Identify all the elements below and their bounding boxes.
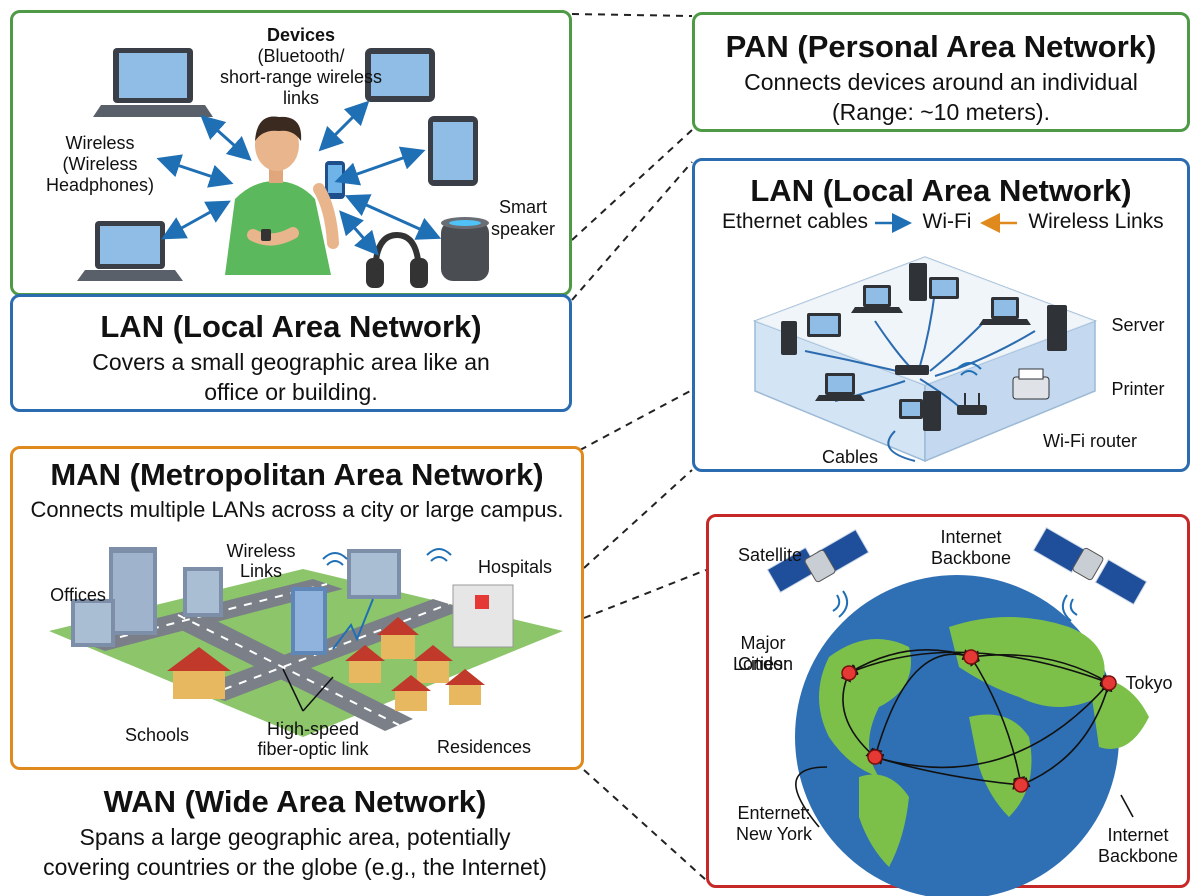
fiber-link-label: High-speed <box>266 719 360 739</box>
cables-label: Cables <box>821 447 879 467</box>
satellite-icon <box>1032 527 1148 605</box>
router-label: Wi-Fi router <box>1043 431 1137 451</box>
legend-ethernet-label: Ethernet cables <box>722 210 868 233</box>
new-york-label: Enternet: <box>737 803 811 823</box>
backbone-bottom-label: Backbone <box>1097 846 1179 866</box>
wireless-links-label: Links <box>239 561 283 581</box>
fiber-link-label: fiber-optic link <box>257 739 369 759</box>
house-icon <box>167 617 485 711</box>
globe-artwork <box>766 527 1149 896</box>
satellite-icon <box>766 529 870 593</box>
wireless-label: (Wireless <box>62 154 138 174</box>
devices-label: Devices <box>266 25 336 45</box>
wan-caption-desc: Spans a large geographic area, potential… <box>79 824 511 850</box>
person-icon <box>225 116 345 275</box>
devices-sub-label: short-range wireless <box>219 67 383 87</box>
major-cities-label: London <box>732 654 794 674</box>
lan-detail-panel: LAN (Local Area Network) <box>692 158 1190 472</box>
man-panel: MAN (Metropolitan Area Network) Connects… <box>10 446 584 770</box>
tablet-icon <box>365 48 435 102</box>
tablet-icon <box>428 116 478 186</box>
headphones-icon <box>366 231 428 288</box>
server-label: Server <box>1111 315 1165 335</box>
wan-caption-desc: covering countries or the globe (e.g., t… <box>43 854 547 880</box>
smart-speaker-icon <box>441 217 489 281</box>
legend-wifi-label: Wi-Fi <box>922 210 972 233</box>
backbone-label: Internet <box>940 527 1002 547</box>
tokyo-label: Tokyo <box>1125 673 1173 693</box>
pan-caption-panel: PAN (Personal Area Network) Connects dev… <box>692 12 1190 132</box>
wan-caption-title: WAN (Wide Area Network) <box>103 784 487 819</box>
man-title: MAN (Metropolitan Area Network) <box>50 457 544 492</box>
hospitals-label: Hospitals <box>477 557 553 577</box>
wireless-label: Headphones) <box>45 175 155 195</box>
wireless-links-label: Wireless <box>226 541 296 561</box>
offices-label: Offices <box>50 585 106 605</box>
pan-caption-desc: Connects devices around an individual <box>744 69 1138 95</box>
pan-caption-title: PAN (Personal Area Network) <box>725 29 1157 64</box>
lan-caption-desc: Covers a small geographic area like an <box>92 349 490 375</box>
backbone-label: Backbone <box>930 548 1012 568</box>
wan-caption: WAN (Wide Area Network) Spans a large ge… <box>10 780 580 890</box>
schools-label: Schools <box>124 725 190 745</box>
legend-wireless-label: Wireless Links <box>1028 210 1164 233</box>
lan-artwork <box>752 213 1098 463</box>
smart-speaker-label: speaker <box>490 219 556 239</box>
devices-sub-label: (Bluetooth/ <box>257 46 345 66</box>
residences-label: Residences <box>436 737 532 757</box>
smart-speaker-label: Smart <box>498 197 547 217</box>
laptop-icon <box>77 221 183 281</box>
pan-caption-desc: (Range: ~10 meters). <box>832 99 1050 125</box>
lan-caption-title: LAN (Local Area Network) <box>100 309 482 344</box>
pan-illustration-panel: Devices (Bluetooth/ short-range wireless… <box>10 10 572 296</box>
laptop-icon <box>93 48 213 117</box>
lan-detail-title: LAN (Local Area Network) <box>750 173 1132 208</box>
city-artwork <box>49 547 563 737</box>
man-desc: Connects multiple LANs across a city or … <box>30 497 564 522</box>
printer-label: Printer <box>1111 379 1165 399</box>
building-icon <box>71 547 514 655</box>
lan-caption-desc: office or building. <box>204 379 378 405</box>
wireless-label: Wireless <box>65 133 135 153</box>
wan-globe-panel: Satellite Internet Backbone Major Cities… <box>706 514 1190 896</box>
major-cities-label: Major Cities: <box>737 633 788 674</box>
devices-sub-label: links <box>282 88 319 108</box>
new-york-label: New York <box>735 824 813 844</box>
satellite-label: Satellite <box>737 545 803 565</box>
lan-caption-panel: LAN (Local Area Network) Covers a small … <box>10 294 572 412</box>
pan-artwork <box>77 48 489 288</box>
backbone-bottom-label: Internet <box>1107 825 1169 845</box>
